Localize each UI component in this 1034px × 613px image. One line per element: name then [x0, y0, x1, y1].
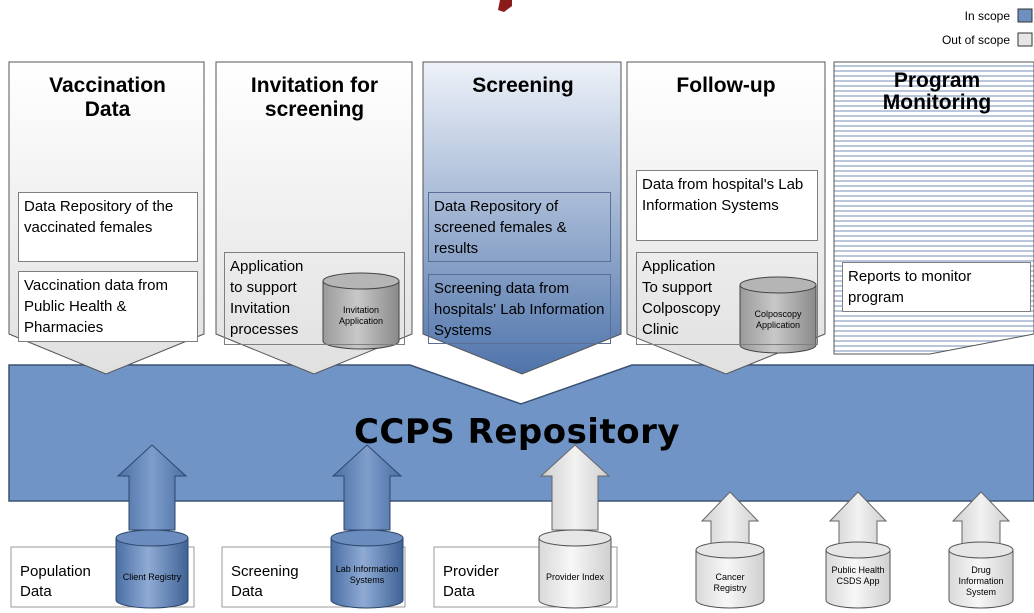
arrow-client-registry: [116, 444, 188, 531]
drug-information-cylinder: [948, 541, 1014, 609]
legend-in-scope-label: In scope: [964, 9, 1010, 23]
arrow-drug-information: [951, 491, 1011, 546]
column-title-followup: Follow-up: [676, 74, 776, 97]
lab-information-cylinder: [330, 529, 404, 609]
provider-index-cylinder: [538, 529, 612, 609]
client-registry-label: Client Registry: [122, 572, 182, 582]
followup-colposcopy-box: Application To support Colposcopy Clinic: [636, 252, 818, 345]
legend-out-of-scope-swatch: [1017, 32, 1033, 47]
arrow-lab-information: [331, 444, 403, 531]
monitoring-reports-box: Reports to monitor program: [842, 262, 1031, 312]
invitation-application-label: Invitation Application: [338, 305, 384, 326]
source-label-population: Population Data: [20, 563, 91, 600]
public-health-cylinder: [825, 541, 891, 609]
repository-band: [8, 364, 1034, 502]
source-label-screening: Screening Data: [231, 563, 299, 600]
arrow-provider-index: [539, 444, 611, 531]
client-registry-cylinder: [115, 529, 189, 609]
column-title-monitoring: Program Monitoring: [882, 69, 992, 114]
colposcopy-application-cylinder: [739, 276, 817, 354]
arrow-cancer-registry: [700, 491, 760, 546]
legend-out-of-scope-label: Out of scope: [941, 33, 1010, 47]
cancer-registry-label: Cancer Registry: [713, 572, 747, 593]
invitation-application-cylinder: [322, 272, 400, 350]
public-health-label: Public Health CSDS App: [831, 565, 885, 586]
lab-information-label: Lab Information Systems: [335, 564, 399, 585]
title-fragment-red: [498, 0, 512, 12]
cancer-registry-cylinder: [695, 541, 765, 609]
column-title-screening: Screening: [472, 74, 574, 97]
source-label-provider: Provider Data: [443, 563, 499, 600]
column-screening-chevron: [422, 61, 622, 375]
colposcopy-application-label: Colposcopy Application: [754, 309, 802, 330]
screening-lab-box: Screening data from hospitals' Lab Infor…: [428, 274, 611, 344]
drug-information-label: Drug Information System: [958, 565, 1004, 597]
vaccination-data-box: Vaccination data from Public Health & Ph…: [18, 271, 198, 342]
repository-title: CCPS Repository: [353, 412, 681, 452]
invitation-application-box: Application to support Invitation proces…: [224, 252, 405, 345]
provider-index-label: Provider Index: [545, 572, 605, 582]
legend-in-scope-swatch: [1017, 8, 1033, 23]
arrow-public-health: [828, 491, 888, 546]
followup-lab-data-box: Data from hospital's Lab Information Sys…: [636, 170, 818, 241]
column-title-invitation: Invitation for screening: [250, 74, 379, 121]
screening-repository-box: Data Repository of screened females & re…: [428, 192, 611, 262]
title-remnant: [490, 0, 550, 10]
column-title-vaccination: Vaccination Data: [49, 74, 166, 121]
vaccination-repository-box: Data Repository of the vaccinated female…: [18, 192, 198, 262]
